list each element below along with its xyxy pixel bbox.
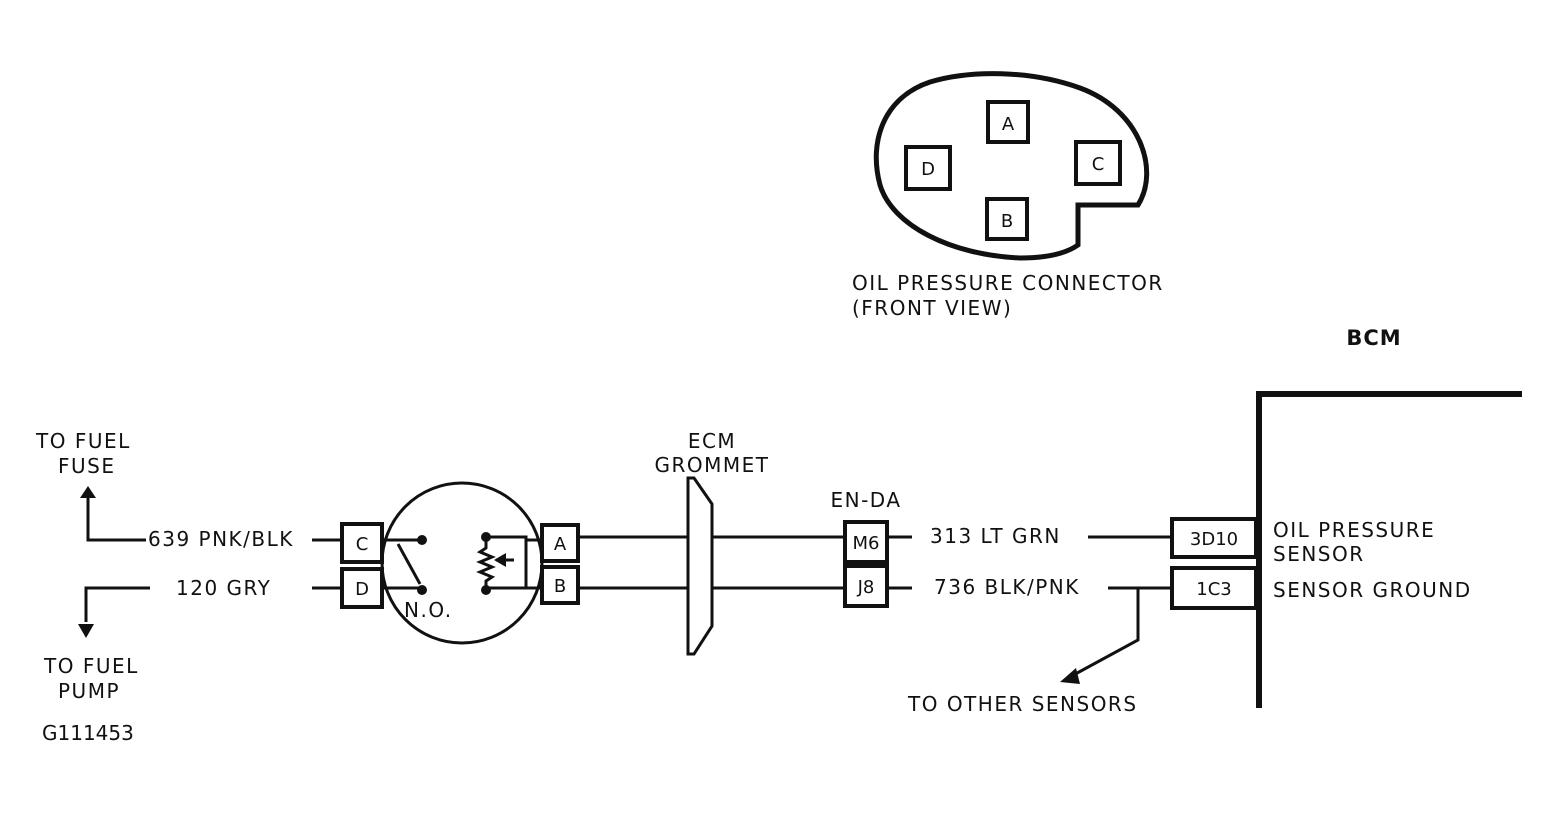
fuel-leads: TO FUEL FUSE TO FUEL PUMP [35, 429, 150, 703]
bcm: BCM 3D10 1C3 OIL PRESSURE SENSOR SENSOR … [1170, 326, 1522, 708]
oil-pressure-connector-view: A B C D OIL PRESSURE CONNECTOR (FRONT VI… [852, 71, 1164, 320]
grommet-label-ecm: ECM [688, 429, 736, 453]
connector-pin-d: D [921, 159, 935, 180]
wire-label-736: 736 BLK/PNK [934, 575, 1080, 599]
to-fuel-pump-line1: TO FUEL [43, 654, 139, 678]
bcm-pin-1c3: 1C3 [1196, 579, 1231, 600]
switch-pin-c: C [356, 534, 369, 555]
switch-pin-c-box [340, 522, 384, 564]
to-other-sensors-label: TO OTHER SENSORS [907, 692, 1138, 716]
sensor-pin-b-box [540, 565, 580, 605]
connector-view-title: OIL PRESSURE CONNECTOR [852, 271, 1164, 295]
oil-pressure-switch: C D N.O. A B [340, 481, 580, 645]
sensor-loop [486, 535, 528, 590]
connector-pin-a-box [986, 100, 1030, 144]
sensor-pin-b: B [554, 576, 566, 597]
connector-pin-c: C [1092, 154, 1105, 175]
switch-contact-top [417, 535, 427, 545]
connector-pin-b-box [985, 197, 1029, 241]
connector-view-subtitle: (FRONT VIEW) [852, 296, 1012, 320]
sensor-wiper-arrow-icon [494, 553, 506, 567]
inline-pin-j8: J8 [857, 577, 875, 598]
connector-pin-c-box [1074, 140, 1122, 186]
switch-blade [396, 543, 422, 585]
connector-pin-a: A [1002, 114, 1015, 135]
grommet-label-grommet: GROMMET [654, 453, 769, 477]
inline-pin-m6: M6 [853, 533, 880, 554]
to-fuel-pump-line2: PUMP [58, 679, 120, 703]
other-sensors-wire [1067, 588, 1140, 680]
other-sensors-branch: TO OTHER SENSORS [907, 588, 1140, 716]
inline-connector-en-da: EN-DA M6 J8 [830, 488, 901, 608]
connector-pin-d-box [904, 145, 952, 191]
to-fuel-fuse-line2: FUSE [58, 454, 115, 478]
bcm-func-sensor-ground: SENSOR GROUND [1273, 578, 1472, 602]
bcm-label: BCM [1346, 326, 1401, 350]
switch-contact-bottom [417, 585, 427, 595]
wire-label-120: 120 GRY [176, 576, 271, 600]
connector-outline [873, 71, 1150, 261]
wire-label-639: 639 PNK/BLK [148, 527, 294, 551]
fuel-pump-wire [84, 586, 150, 622]
sensor-pin-a-box [540, 523, 580, 563]
bcm-pin-3d10: 3D10 [1190, 529, 1238, 550]
inline-pin-j8-box [843, 564, 889, 608]
wire-label-313: 313 LT GRN [930, 524, 1061, 548]
figure-id: G111453 [42, 721, 134, 745]
connector-pin-b: B [1001, 211, 1013, 232]
bcm-outline [1256, 391, 1522, 708]
to-fuel-fuse-line1: TO FUEL [35, 429, 131, 453]
fuel-fuse-arrow-icon [80, 486, 96, 498]
sensor-resistor-icon [476, 537, 496, 590]
bcm-func-oil-pressure: OIL PRESSURE [1273, 518, 1435, 542]
grommet-shape [686, 476, 714, 656]
sensor-pin-a: A [554, 534, 567, 555]
bcm-pin-3d10-box [1170, 517, 1258, 559]
inline-connector-label: EN-DA [830, 488, 901, 512]
switch-pin-d: D [355, 579, 369, 600]
ecm-grommet: ECM GROMMET [654, 429, 769, 656]
normally-open-label: N.O. [404, 598, 453, 622]
inline-pin-m6-box [843, 520, 889, 564]
fuel-pump-arrow-icon [78, 624, 94, 638]
other-sensors-arrow-icon [1060, 668, 1080, 684]
fuel-fuse-wire [86, 498, 146, 542]
bcm-func-sensor: SENSOR [1273, 542, 1365, 566]
